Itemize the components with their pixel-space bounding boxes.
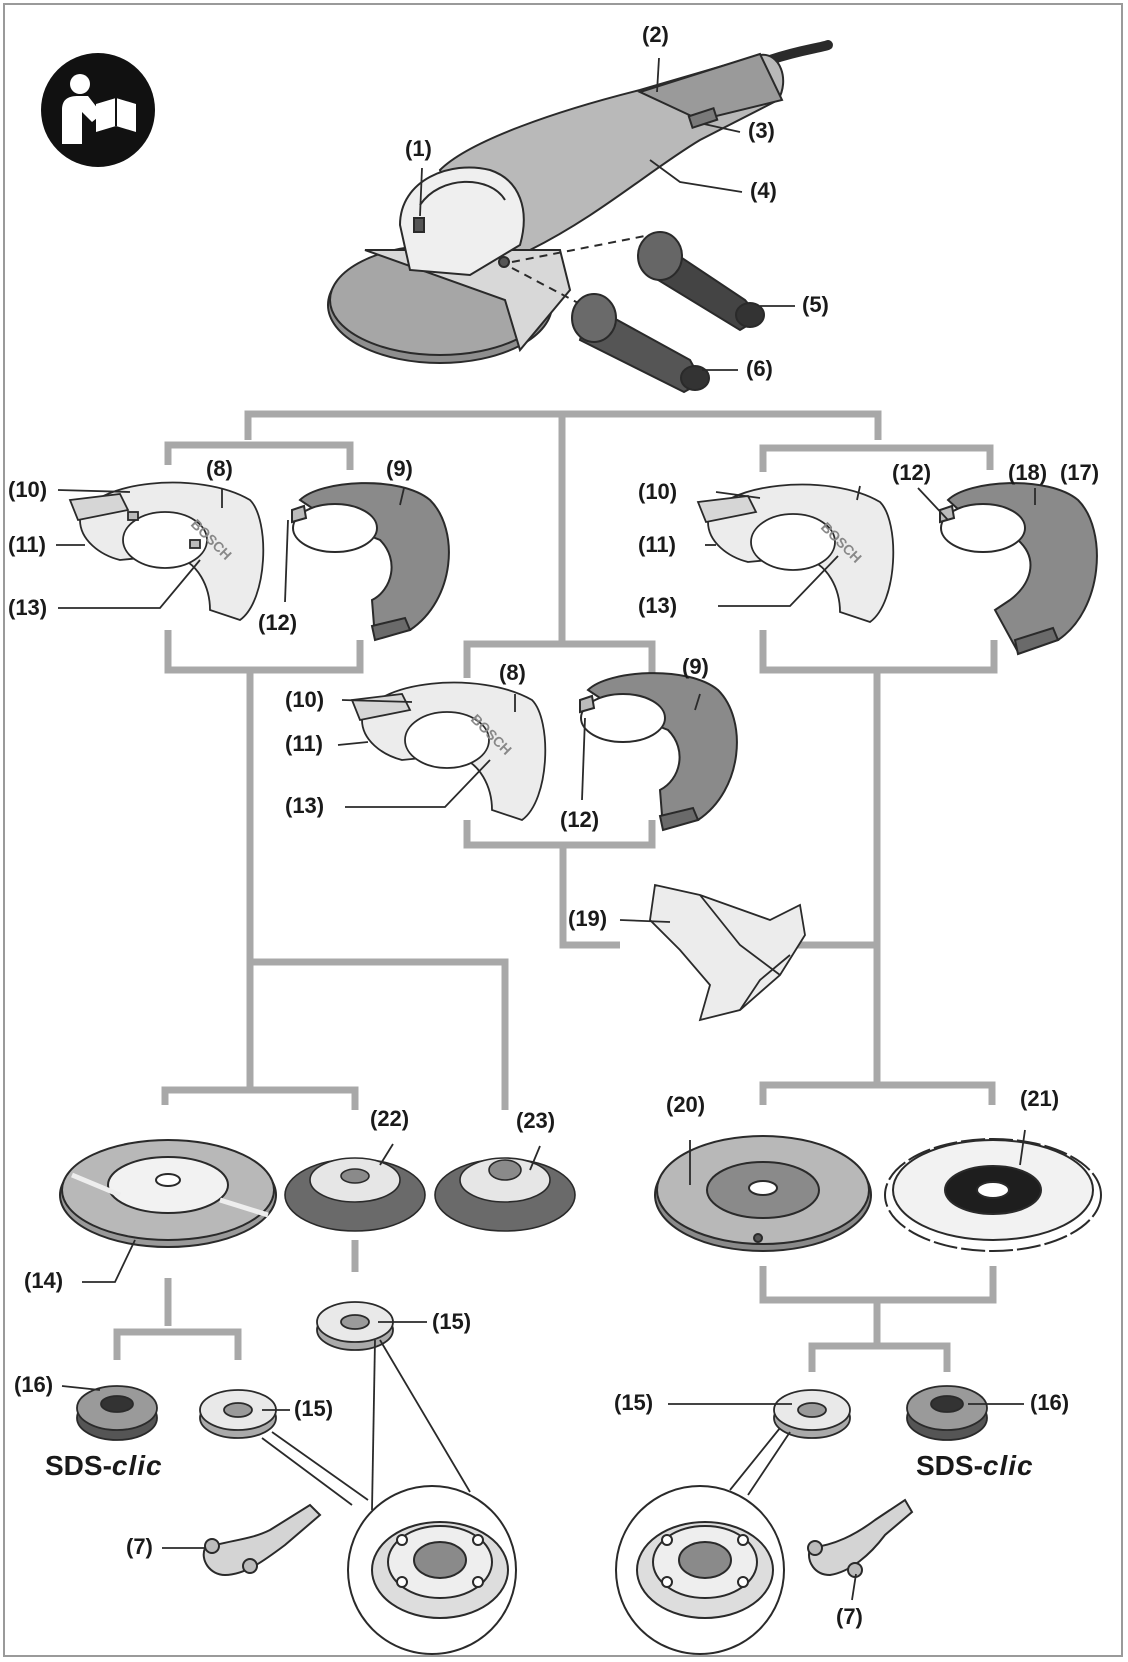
label-15-right: (15) xyxy=(614,1390,654,1415)
cutting-guard-left xyxy=(291,482,450,642)
cutting-guard-right xyxy=(939,482,1098,656)
two-pin-spanner-left xyxy=(202,1503,322,1577)
label-12-right: (12) xyxy=(892,460,932,485)
label-16-right: (16) xyxy=(1030,1390,1070,1415)
two-pin-spanner-right xyxy=(807,1498,914,1578)
quick-clamping-nut-right xyxy=(906,1385,988,1441)
sds-prefix: SDS- xyxy=(916,1450,983,1481)
label-12-center: (12) xyxy=(560,807,600,832)
sds-clic-logo-left: SDS-clic xyxy=(45,1452,163,1480)
label-5: (5) xyxy=(802,292,829,317)
label-11-center: (11) xyxy=(285,731,323,756)
leader-lines-top xyxy=(419,57,795,371)
auxiliary-handle xyxy=(571,293,710,394)
label-3: (3) xyxy=(748,118,775,143)
diagram-frame xyxy=(3,3,1123,1657)
knotted-wire-brush xyxy=(434,1157,576,1232)
protection-guard-right: BOSCH xyxy=(696,483,895,623)
flange-detail-left xyxy=(347,1485,517,1655)
angle-grinder xyxy=(327,40,833,364)
label-10-left: (10) xyxy=(8,477,48,502)
label-6: (6) xyxy=(746,356,773,381)
label-2: (2) xyxy=(642,22,669,47)
label-4: (4) xyxy=(750,178,777,203)
label-19: (19) xyxy=(568,906,608,931)
label-20: (20) xyxy=(666,1092,706,1117)
sds-clic-logo-right: SDS-clic xyxy=(916,1452,1034,1480)
label-11-left: (11) xyxy=(8,532,46,557)
label-13-right: (13) xyxy=(638,593,678,618)
grinding-disc xyxy=(59,1139,277,1248)
label-23: (23) xyxy=(516,1108,556,1133)
label-13-center: (13) xyxy=(285,793,325,818)
connector-lines xyxy=(113,410,998,1372)
sds-suffix: clic xyxy=(111,1450,163,1481)
sds-suffix: clic xyxy=(982,1450,1034,1481)
cup-brush xyxy=(284,1157,426,1232)
label-13-left: (13) xyxy=(8,595,48,620)
leader-lines-mid xyxy=(56,485,1036,923)
leader-lines-bottom xyxy=(61,1321,1024,1601)
label-10-center: (10) xyxy=(285,687,325,712)
label-18: (18) xyxy=(1008,460,1048,485)
label-15-center: (15) xyxy=(432,1309,472,1334)
mounting-flange-center xyxy=(316,1301,394,1351)
auxiliary-handle-vibration xyxy=(637,231,765,332)
label-1: (1) xyxy=(405,136,432,161)
label-22: (22) xyxy=(370,1106,410,1131)
label-10-right: (10) xyxy=(638,479,678,504)
mounting-flange-right xyxy=(773,1389,851,1439)
label-7-right: (7) xyxy=(836,1604,863,1629)
sds-prefix: SDS- xyxy=(45,1450,112,1481)
label-11-right: (11) xyxy=(638,532,676,557)
label-9-left: (9) xyxy=(386,456,413,481)
leader-lines-discs xyxy=(82,1129,1026,1283)
label-15-left: (15) xyxy=(294,1396,334,1421)
label-12-left: (12) xyxy=(258,610,298,635)
cutting-guard-center xyxy=(579,672,738,832)
label-7-left: (7) xyxy=(126,1534,153,1559)
cutting-disc xyxy=(654,1135,872,1252)
hand-guard xyxy=(649,883,806,1022)
label-14: (14) xyxy=(24,1268,64,1293)
label-16-left: (16) xyxy=(14,1372,54,1397)
diamond-disc xyxy=(884,1138,1102,1252)
label-8-left: (8) xyxy=(206,456,233,481)
protection-guard-left: BOSCH xyxy=(68,481,265,621)
label-17: (17) xyxy=(1060,460,1100,485)
flange-detail-right xyxy=(615,1485,785,1655)
mounting-flange-left xyxy=(199,1389,277,1439)
label-21: (21) xyxy=(1020,1086,1060,1111)
protection-guard-center: BOSCH xyxy=(350,681,547,821)
quick-clamping-nut-left xyxy=(76,1385,158,1441)
read-manual-icon xyxy=(40,52,156,168)
label-9-center: (9) xyxy=(682,654,709,679)
magnify-lines xyxy=(261,1339,791,1511)
label-8-center: (8) xyxy=(499,660,526,685)
